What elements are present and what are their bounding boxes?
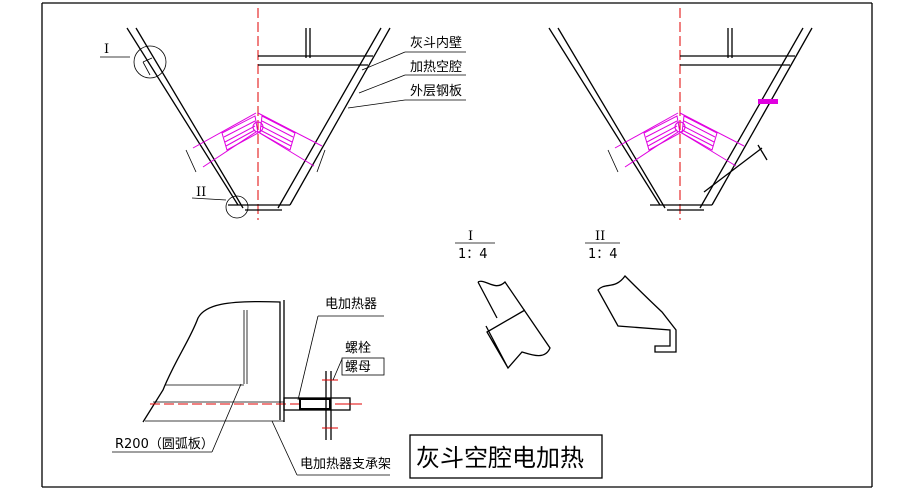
detail-2-label: II: [196, 185, 206, 200]
view-1-title: I: [468, 229, 473, 244]
inner-wall-label: 灰斗内壁: [410, 35, 462, 51]
electric-heater-label: 电加热器: [325, 297, 377, 312]
detail-view-2: II 1：4: [585, 229, 677, 353]
detail-circle-2: [225, 195, 249, 219]
heater-element: [192, 112, 323, 168]
drawing-title: 灰斗空腔电加热: [416, 444, 584, 472]
heater-detail-section: 电加热器 螺栓 螺母 R200（圆弧板） 电加热器支承架: [112, 297, 391, 476]
arc-plate-label: R200（圆弧板）: [115, 437, 214, 452]
title-block: 灰斗空腔电加热: [409, 434, 603, 479]
detail-1-label: I: [104, 42, 109, 57]
hopper-section-right: [548, 8, 813, 220]
drawing-frame: [41, 2, 873, 488]
detail-circle-1: [133, 45, 167, 79]
outer-plate-label: 外层钢板: [410, 84, 462, 99]
view-2-title: II: [595, 229, 605, 244]
heating-cavity-label: 加热空腔: [410, 60, 462, 75]
nut-label: 螺母: [345, 360, 371, 375]
bolt-label: 螺栓: [345, 341, 371, 356]
heater-support-label: 电加热器支承架: [300, 457, 391, 472]
hopper-section-left: I II 灰斗内壁 加热空腔 外层钢板: [100, 8, 466, 220]
view-2-scale: 1：4: [588, 247, 618, 262]
detail-view-1: I 1：4: [455, 229, 551, 370]
view-1-scale: 1：4: [458, 247, 488, 262]
